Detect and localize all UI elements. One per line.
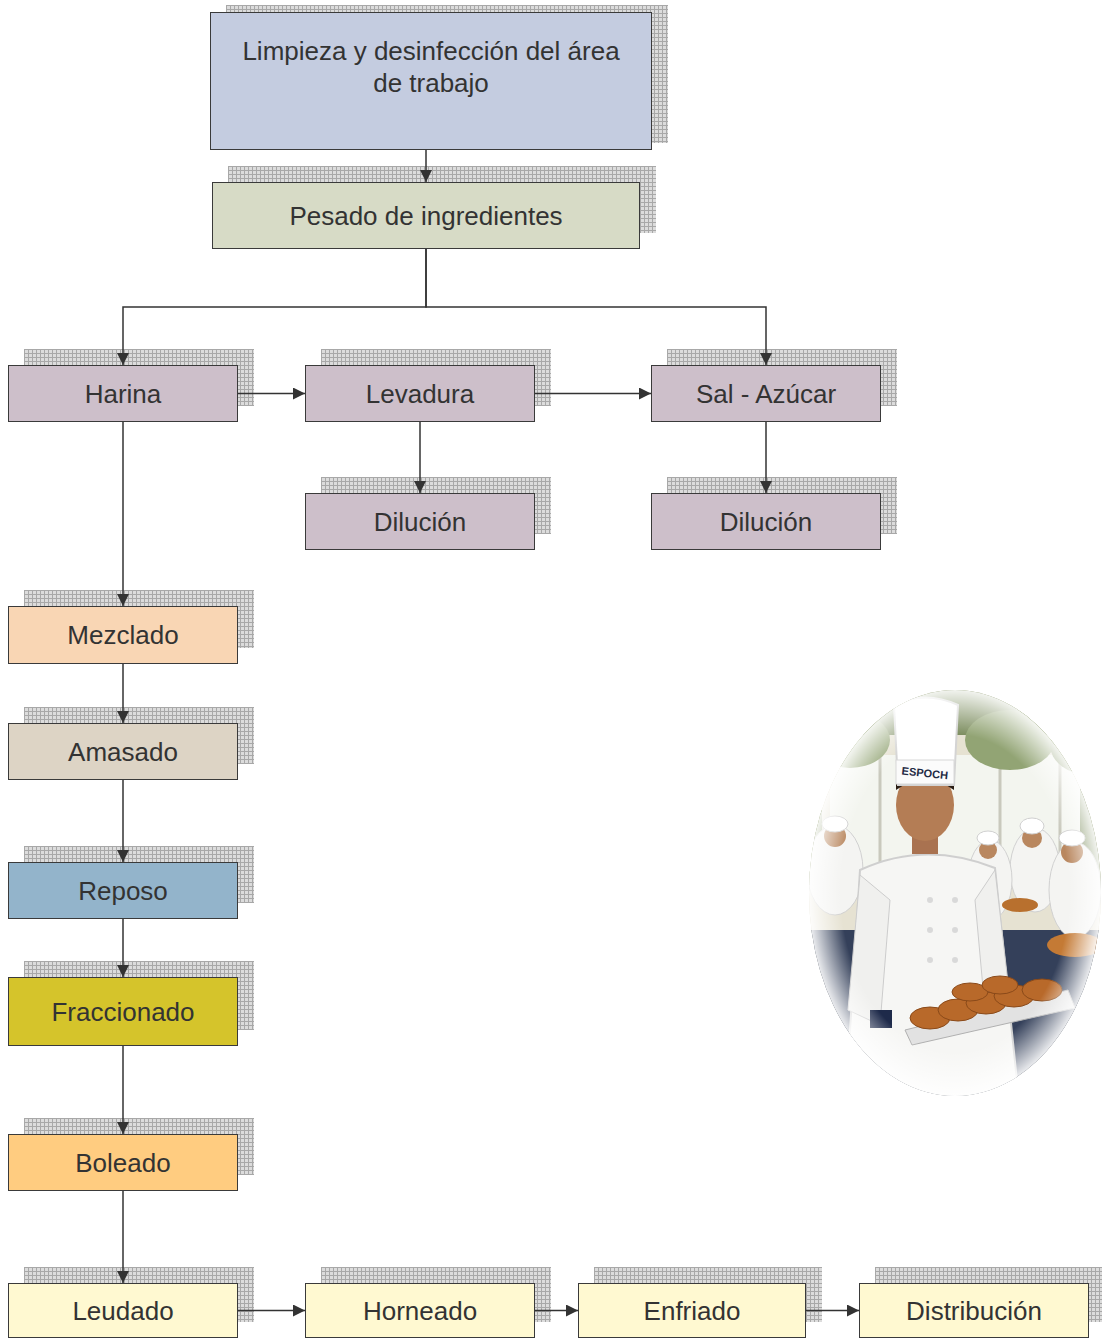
process-box: Harina [8, 365, 238, 422]
process-box: Reposo [8, 862, 238, 919]
flow-arrow [122, 422, 124, 606]
process-box: Dilución [305, 493, 535, 550]
photo-scene: ESPOCH [800, 680, 1102, 1110]
flow-arrow [535, 393, 651, 395]
process-box: Pesado de ingredientes [212, 182, 640, 249]
box-label: Pesado de ingredientes [289, 200, 562, 232]
flow-arrow [535, 1310, 578, 1312]
flow-arrow [122, 664, 124, 723]
process-box: Horneado [305, 1283, 535, 1338]
flow-arrow [123, 249, 426, 365]
flow-arrow [238, 393, 305, 395]
box-label: Mezclado [67, 619, 178, 651]
box-label: Leudado [72, 1295, 173, 1327]
flow-arrow [122, 1046, 124, 1134]
flow-arrow [122, 780, 124, 862]
box-label: Sal - Azúcar [696, 378, 836, 410]
box-label: Enfriado [644, 1295, 741, 1327]
process-box: Sal - Azúcar [651, 365, 881, 422]
box-label: Boleado [75, 1147, 170, 1179]
flow-arrow [122, 1191, 124, 1283]
box-label: Dilución [374, 506, 467, 538]
box-label: Levadura [366, 378, 474, 410]
box-label: Dilución [720, 506, 813, 538]
flow-arrow [806, 1310, 859, 1312]
process-box: Leudado [8, 1283, 238, 1338]
process-box: Amasado [8, 723, 238, 780]
process-box: Enfriado [578, 1283, 806, 1338]
process-box: Dilución [651, 493, 881, 550]
box-label: Horneado [363, 1295, 477, 1327]
box-label: Fraccionado [51, 996, 194, 1028]
flow-arrow [419, 422, 421, 493]
flow-arrow [426, 249, 766, 365]
flow-arrow [122, 919, 124, 977]
process-box: Fraccionado [8, 977, 238, 1046]
process-box: Boleado [8, 1134, 238, 1191]
process-box: Mezclado [8, 606, 238, 664]
photo-fade [809, 690, 1101, 1096]
box-label: Reposo [78, 875, 168, 907]
process-box: Levadura [305, 365, 535, 422]
flow-arrow [765, 422, 767, 493]
flow-arrow [238, 1310, 305, 1312]
process-box: Limpieza y desinfección del área de trab… [210, 12, 652, 150]
box-label: Amasado [68, 736, 178, 768]
box-label: Harina [85, 378, 162, 410]
process-box: Distribución [859, 1283, 1089, 1338]
box-label: Limpieza y desinfección del área de trab… [236, 35, 626, 99]
box-label: Distribución [906, 1295, 1042, 1327]
flow-arrow [425, 150, 427, 182]
